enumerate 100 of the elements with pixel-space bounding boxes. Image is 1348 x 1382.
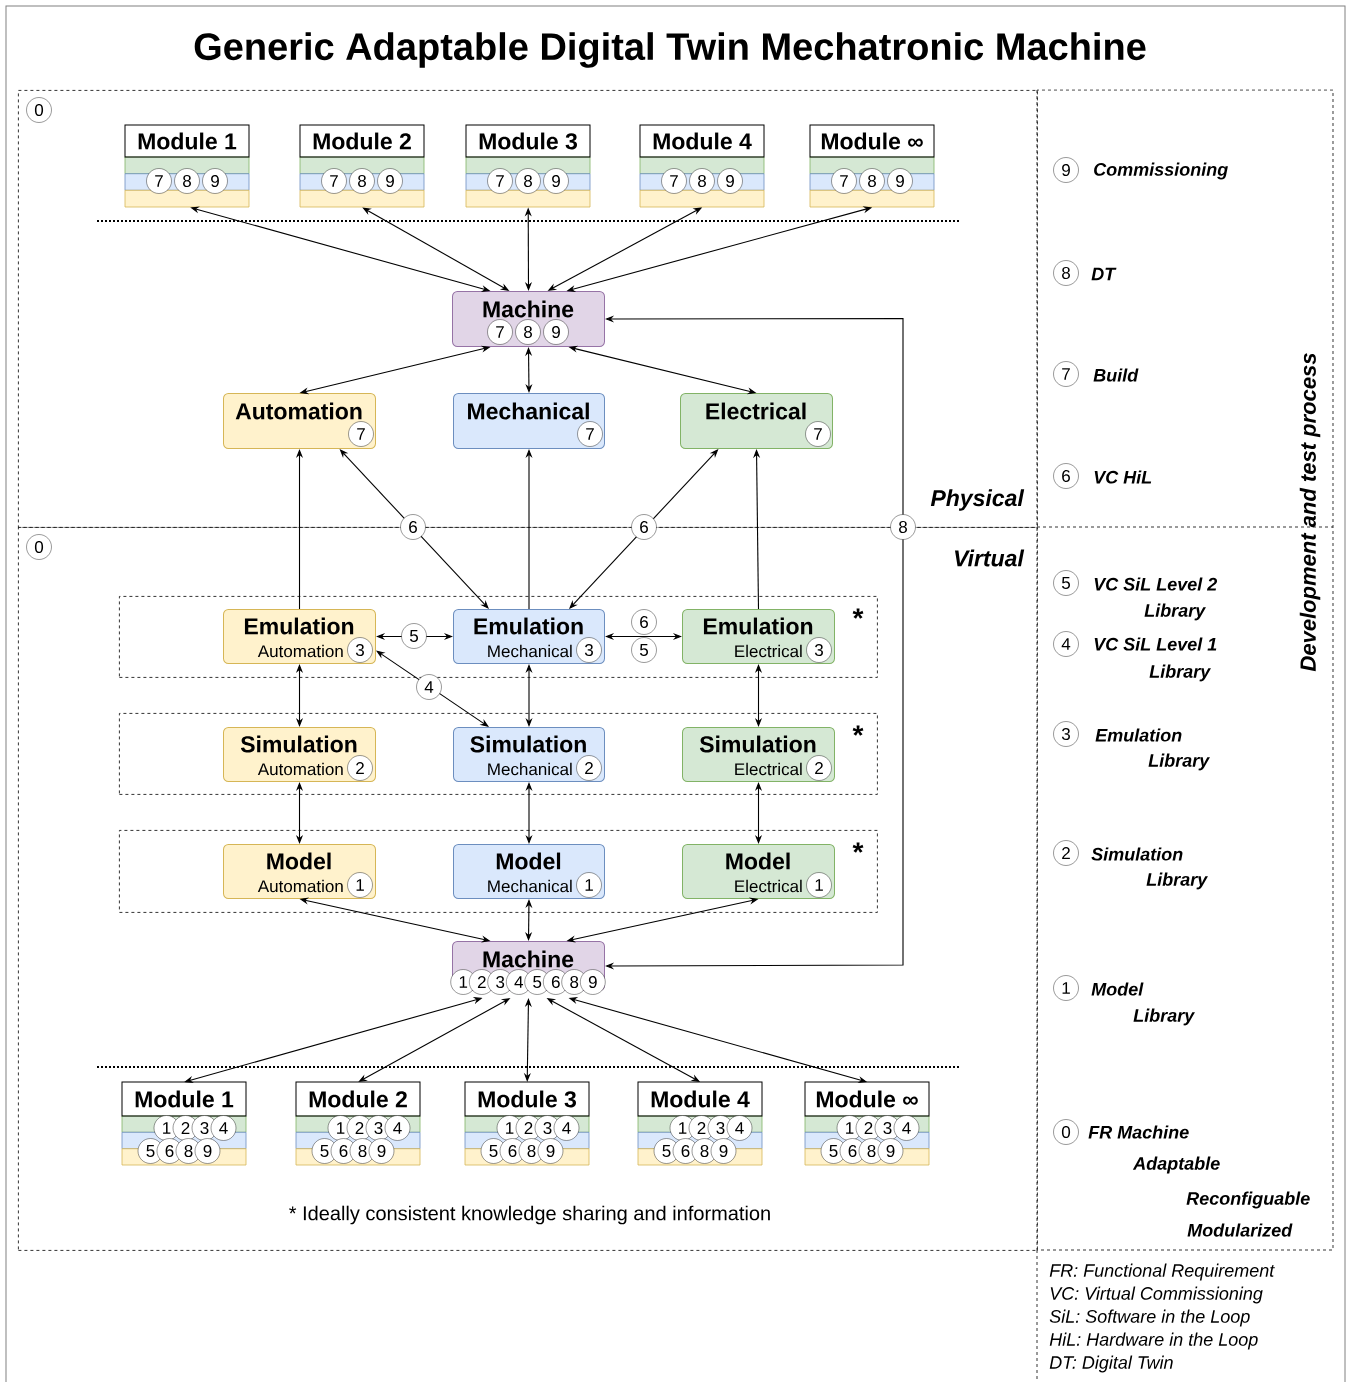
circled-number: 4 (553, 1115, 580, 1141)
node-subtitle: Mechanical (488, 762, 572, 776)
arrow (605, 632, 682, 641)
legend-text: Library (1133, 1008, 1195, 1026)
footnote-mark: * (852, 842, 864, 853)
circled-number: 7 (577, 421, 603, 447)
legend-text: VC HiL (1094, 470, 1152, 484)
circled-number: 7 (831, 168, 857, 194)
circled-number: 3 (806, 637, 832, 663)
edge-label: 8 (890, 514, 916, 540)
process-box (223, 393, 376, 449)
edge-label: 6 (631, 609, 657, 635)
process-box (682, 844, 835, 899)
process-box (682, 609, 835, 664)
process-box (453, 844, 605, 899)
circled-number: 5 (631, 637, 657, 663)
circled-number: 6 (1053, 463, 1079, 489)
node-title: Machine (483, 950, 574, 968)
abbreviation-text: FR: Functional Requirement (1049, 1263, 1275, 1281)
node-title: Emulation (244, 617, 354, 635)
module-title: Module ∞ (821, 132, 923, 150)
group-frame (119, 713, 878, 795)
process-box (223, 609, 376, 664)
circled-number: 8 (689, 168, 715, 194)
circled-number: 9 (580, 969, 606, 995)
vertical-heading: Development and test process (1299, 353, 1321, 672)
circled-number: 4 (384, 1115, 411, 1141)
legend-text: Commissioning (1094, 162, 1228, 180)
circled-number: 9 (877, 1138, 904, 1164)
circled-number: 9 (368, 1138, 395, 1164)
abbreviation-text: DT: Digital Twin (1049, 1355, 1173, 1373)
circled-number: 8 (349, 168, 375, 194)
module-title: Module 1 (135, 1090, 234, 1108)
module-box (637, 1081, 763, 1166)
node-title: Simulation (240, 735, 357, 753)
circled-number: 1 (576, 872, 602, 898)
circled-number: 9 (1053, 157, 1079, 183)
node-title: Simulation (470, 735, 586, 753)
circled-number: 1 (347, 872, 373, 898)
process-box (223, 727, 376, 782)
legend-text: Library (1144, 603, 1206, 621)
circled-number: 7 (321, 168, 347, 194)
circled-number: 0 (1053, 1119, 1079, 1145)
process-box (453, 393, 605, 449)
node-title: Emulation (703, 617, 813, 635)
circled-number: 2 (806, 755, 832, 781)
circled-number: 8 (515, 319, 541, 345)
node-title: Model (726, 852, 790, 870)
module-box (804, 1081, 930, 1166)
module-box (121, 1081, 247, 1166)
circled-number: 9 (543, 168, 569, 194)
circled-number: 4 (893, 1115, 920, 1141)
node-subtitle: Mechanical (488, 644, 572, 658)
footnote-text: * Ideally consistent knowledge sharing and information (289, 1205, 770, 1225)
process-box (682, 727, 835, 782)
circled-number: 4 (210, 1115, 237, 1141)
module-box (295, 1081, 421, 1166)
circled-number: 7 (487, 168, 513, 194)
circled-number: 9 (717, 168, 743, 194)
abbreviation-text: HiL: Hardware in the Loop (1049, 1332, 1258, 1350)
circled-number: 1 (806, 872, 832, 898)
module-title: Module 4 (653, 132, 752, 150)
process-box (223, 844, 376, 899)
circled-number: 3 (576, 637, 602, 663)
circled-number: 7 (348, 421, 374, 447)
module-title: Module 3 (478, 1090, 576, 1108)
module-title: Module 4 (651, 1090, 750, 1108)
module-title: Module 2 (309, 1090, 407, 1108)
arrow (525, 347, 533, 393)
title: Generic Adaptable Digital Twin Mechatronic Machine (194, 32, 1146, 68)
footnote-mark: * (852, 608, 864, 619)
node-title: Automation (235, 402, 362, 420)
node-subtitle: Electrical (735, 879, 802, 893)
circled-number: 0 (26, 97, 52, 123)
node-title: Model (267, 852, 331, 870)
circled-number: 9 (710, 1138, 737, 1164)
module-box (465, 124, 591, 208)
circled-number: 2 (576, 755, 602, 781)
circled-number: 1 (1053, 975, 1079, 1001)
legend-text: Emulation (1095, 728, 1182, 742)
module-box (809, 124, 935, 208)
node-subtitle: Electrical (735, 762, 802, 776)
legend-text: Modularized (1187, 1223, 1293, 1237)
process-box (452, 291, 605, 347)
legend-text: Model (1091, 982, 1144, 996)
region-label: Virtual (955, 549, 1025, 567)
node-subtitle: Electrical (735, 644, 802, 658)
legend-text: VC SiL Level 1 (1094, 637, 1217, 651)
module-title: Module 2 (313, 132, 411, 150)
module-title: Module 3 (479, 132, 577, 150)
legend-text: Library (1148, 753, 1210, 771)
circled-number: 8 (859, 168, 885, 194)
module-title: Module ∞ (816, 1090, 918, 1108)
node-subtitle: Automation (257, 644, 343, 658)
circled-number: 8 (515, 168, 541, 194)
edge-label: 5 (401, 623, 427, 649)
legend-text: Library (1149, 664, 1211, 682)
edge-label: 6 (400, 514, 426, 540)
legend-text: Build (1093, 368, 1139, 382)
node-title: Simulation (699, 735, 816, 753)
